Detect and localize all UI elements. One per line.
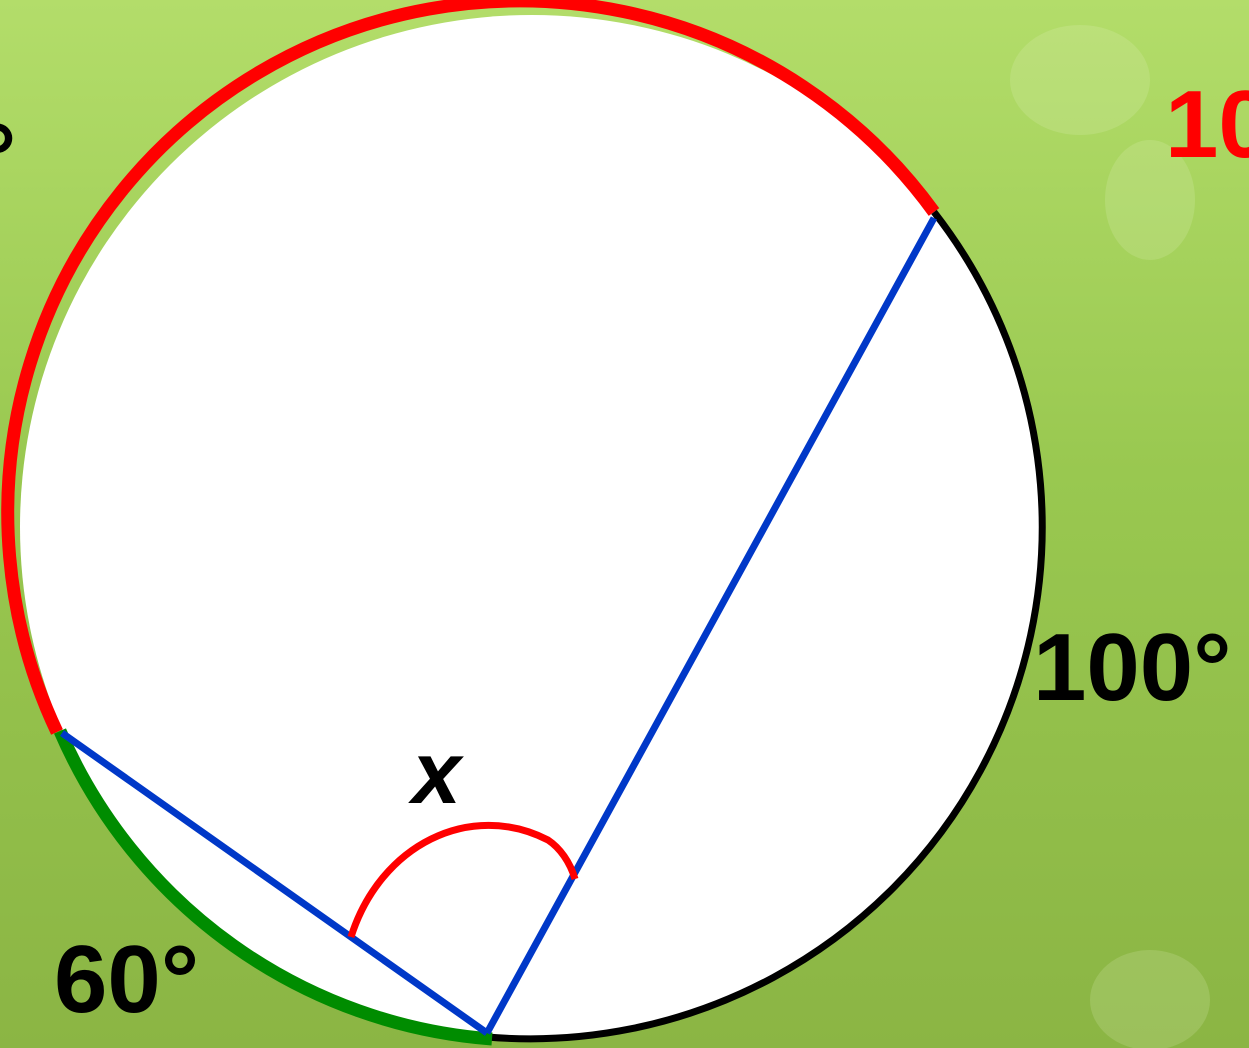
chord-left (59, 730, 490, 1036)
background-butterfly-decoration (1010, 25, 1210, 1048)
arc-60-label: 60° (54, 926, 199, 1033)
chord-right (483, 216, 938, 1035)
circle-interior (20, 15, 1044, 1039)
angle-x-mark (347, 821, 579, 939)
arc-100 (486, 209, 1046, 1043)
partial-label-left: ° (0, 104, 16, 211)
angle-x-label: x (408, 723, 464, 822)
arc-60 (54, 728, 493, 1046)
partial-label-top-right: 10 (1165, 71, 1249, 178)
major-arc (1, 0, 940, 735)
arc-100-label: 100° (1033, 614, 1232, 721)
